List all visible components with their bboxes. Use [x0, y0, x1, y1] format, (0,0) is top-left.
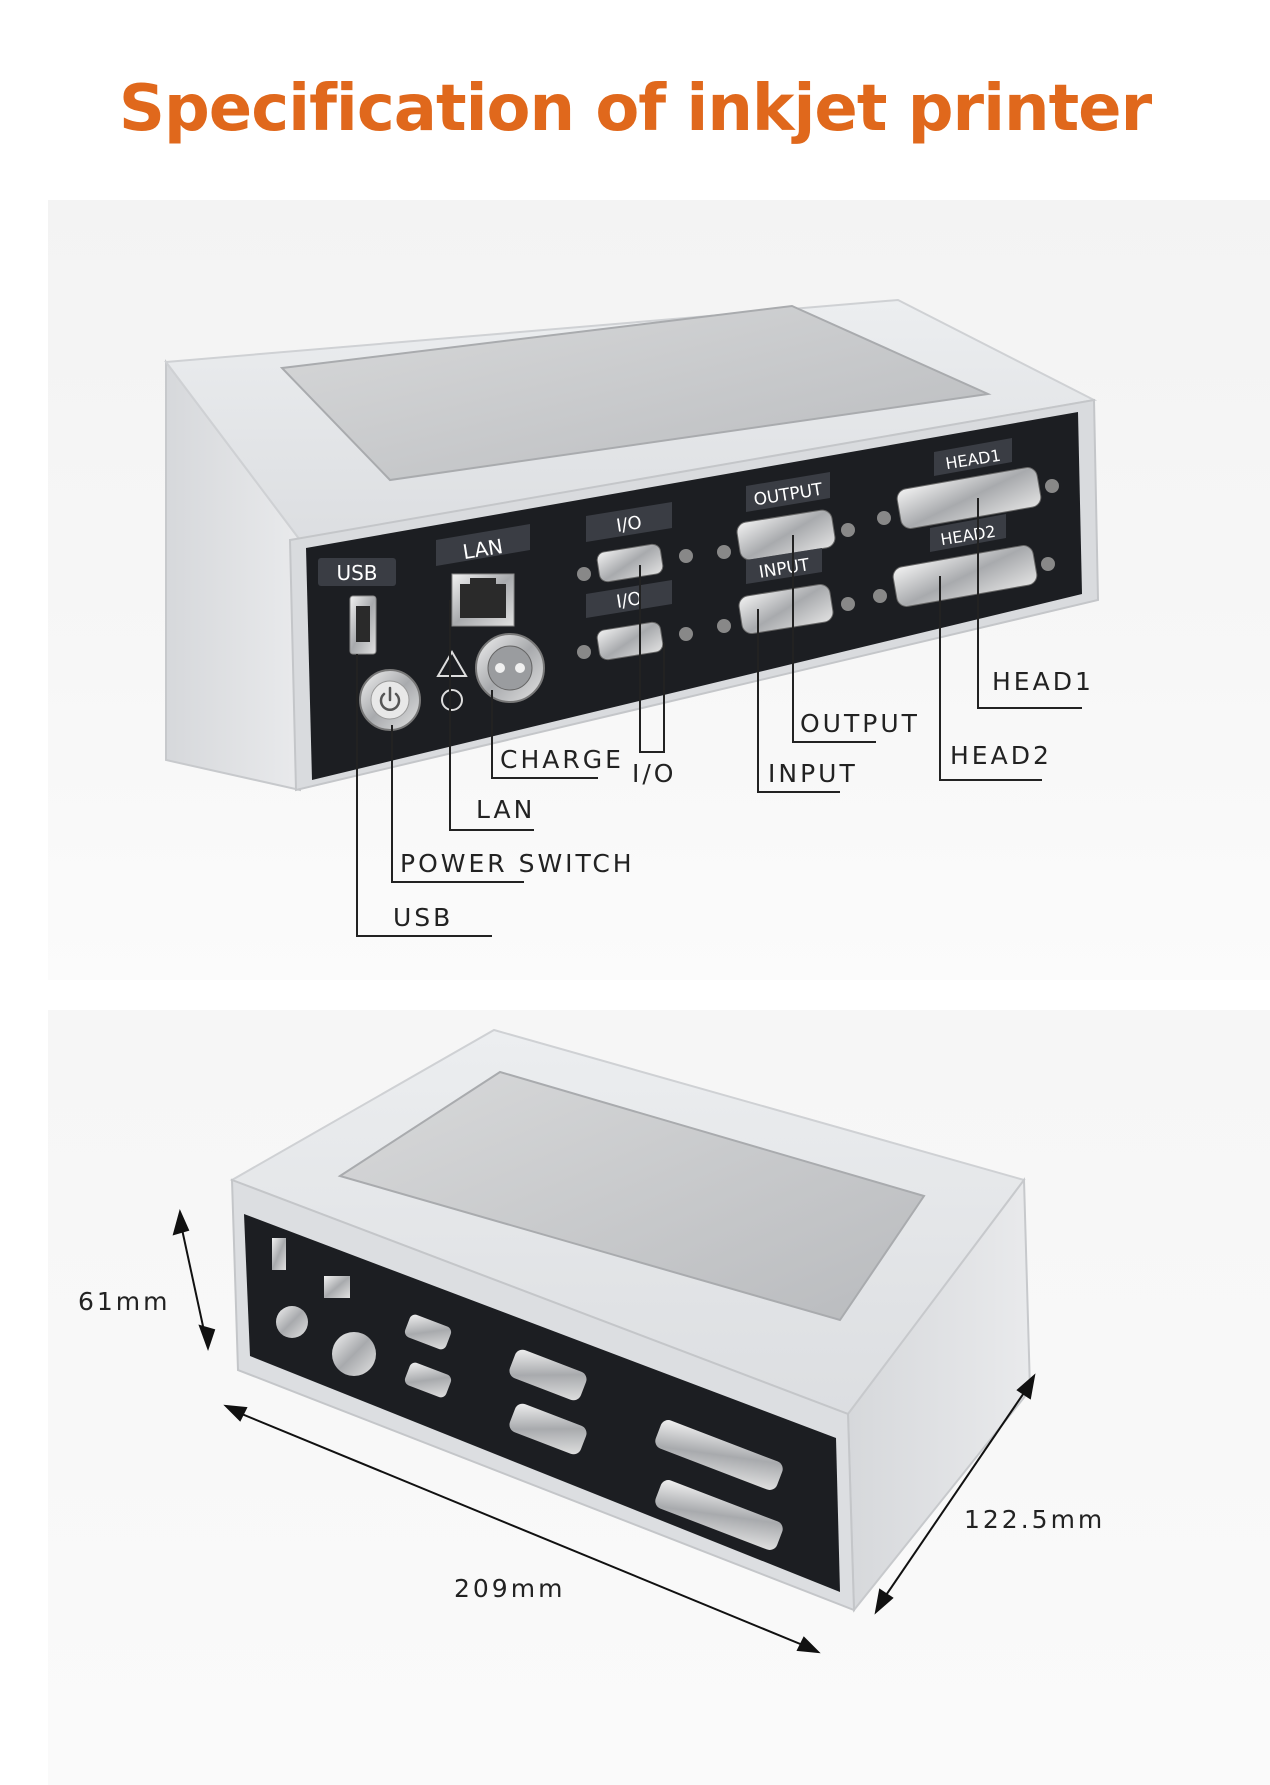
- callout-labels: HEAD1 OUTPUT HEAD2 CHARGE I/O INPUT LAN …: [393, 667, 1094, 932]
- callout-output: OUTPUT: [800, 709, 920, 738]
- lan-port: LAN: [436, 524, 530, 627]
- dimension-depth: 122.5mm: [964, 1505, 1105, 1534]
- dimension-arrows: [172, 1209, 1036, 1654]
- callout-lines: [356, 498, 1082, 937]
- panel-tag-usb: USB: [336, 561, 377, 585]
- ethernet-port-icon: [451, 573, 515, 627]
- usb-port: USB: [318, 558, 396, 655]
- power-icon: [379, 686, 401, 711]
- io-port-top: I/O: [577, 502, 693, 583]
- io-port-bottom: I/O: [577, 580, 693, 661]
- device-dimension-view: [229, 1028, 1032, 1613]
- callout-charge: CHARGE: [500, 745, 624, 774]
- device-back-view: USB LAN: [164, 298, 1100, 792]
- dimension-height: 61mm: [78, 1287, 171, 1316]
- callout-power-switch: POWER SWITCH: [400, 849, 635, 878]
- callout-input: INPUT: [768, 759, 858, 788]
- head1-port: HEAD1: [877, 438, 1059, 529]
- callout-head1: HEAD1: [992, 667, 1094, 696]
- warning-icon: [436, 650, 468, 711]
- callout-io: I/O: [632, 759, 676, 788]
- callout-lan: LAN: [476, 795, 535, 824]
- touchscreen: [279, 304, 992, 482]
- page-title: Specification of inkjet printer: [118, 72, 1152, 146]
- round-connector-icon: [475, 633, 545, 703]
- panel-tag-io-top: I/O: [615, 512, 644, 537]
- callout-usb: USB: [393, 903, 453, 932]
- dimension-width: 209mm: [454, 1574, 565, 1603]
- panel-tag-io-bottom: I/O: [615, 588, 644, 613]
- power-switch[interactable]: [359, 669, 421, 731]
- dimension-labels: 61mm 209mm 122.5mm: [78, 1287, 1105, 1603]
- touchscreen-2: [337, 1070, 926, 1322]
- callout-head2: HEAD2: [950, 741, 1052, 770]
